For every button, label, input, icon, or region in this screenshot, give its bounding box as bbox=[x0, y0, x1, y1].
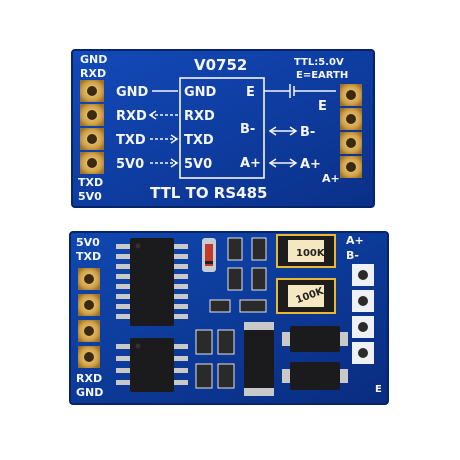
box-label-b-minus: B- bbox=[240, 122, 255, 137]
ic-chip-upper bbox=[116, 238, 188, 326]
bottom-edge-label-5v0: 5V0 bbox=[76, 236, 100, 249]
bottom-edge-label-txd: TXD bbox=[76, 250, 101, 263]
bottom-edge-label-gnd: GND bbox=[76, 386, 103, 399]
top-edge-label-5v0: 5V0 bbox=[78, 190, 102, 203]
right-label-e: E bbox=[318, 99, 327, 114]
bottom-pcb: 5V0 TXD RXD GND A+ B- bbox=[69, 231, 389, 405]
box-label-a-plus: A+ bbox=[240, 156, 261, 171]
top-left-header bbox=[80, 80, 104, 174]
bottom-left-header bbox=[78, 268, 100, 368]
resistor-100k-upper: 100K bbox=[276, 234, 336, 268]
pin-label-gnd: GND bbox=[116, 85, 149, 100]
large-smd-diode-1 bbox=[244, 322, 274, 396]
bottom-right-header bbox=[352, 264, 374, 364]
top-edge-label-gnd: GND bbox=[80, 53, 107, 66]
top-edge-label-rxd: RXD bbox=[80, 67, 106, 80]
signal-arrows bbox=[148, 84, 336, 168]
pin-label-5v0: 5V0 bbox=[116, 157, 144, 172]
box-label-gnd: GND bbox=[184, 85, 217, 100]
resistor-label-upper: 100K bbox=[296, 248, 326, 259]
glass-diode bbox=[202, 238, 216, 272]
box-label-rxd: RXD bbox=[184, 109, 215, 124]
large-smd-diode-2 bbox=[282, 326, 348, 352]
box-label-5v0: 5V0 bbox=[184, 157, 212, 172]
large-smd-diode-3 bbox=[282, 362, 348, 390]
pin-label-rxd: RXD bbox=[116, 109, 147, 124]
pin-label-txd: TXD bbox=[116, 133, 146, 148]
box-label-e: E bbox=[246, 85, 255, 100]
board-title: V0752 bbox=[194, 56, 247, 74]
ic-chip-lower bbox=[116, 338, 188, 392]
resistor-100k-lower: 100K bbox=[276, 278, 336, 314]
right-label-a-plus: A+ bbox=[300, 157, 321, 172]
bottom-right-label-b-minus: B- bbox=[346, 249, 359, 262]
right-label-b-minus: B- bbox=[300, 125, 315, 140]
right-label-a-plus-2: A+ bbox=[322, 172, 340, 185]
box-label-txd: TXD bbox=[184, 133, 214, 148]
bottom-corner-mark: E bbox=[375, 384, 382, 395]
conversion-caption: TTL TO RS485 bbox=[150, 184, 267, 202]
top-pcb: GND RXD TXD 5V0 V0752 TTL:5.0V E=EARTH G… bbox=[71, 49, 375, 208]
bottom-edge-label-rxd: RXD bbox=[76, 372, 102, 385]
bottom-right-label-a-plus: A+ bbox=[346, 234, 364, 247]
top-right-header bbox=[340, 84, 362, 178]
transceiver-block bbox=[179, 77, 265, 179]
top-edge-label-txd: TXD bbox=[78, 176, 103, 189]
ttl-voltage-note: TTL:5.0V bbox=[294, 57, 344, 68]
smd-components bbox=[195, 237, 267, 389]
earth-note: E=EARTH bbox=[296, 70, 348, 81]
